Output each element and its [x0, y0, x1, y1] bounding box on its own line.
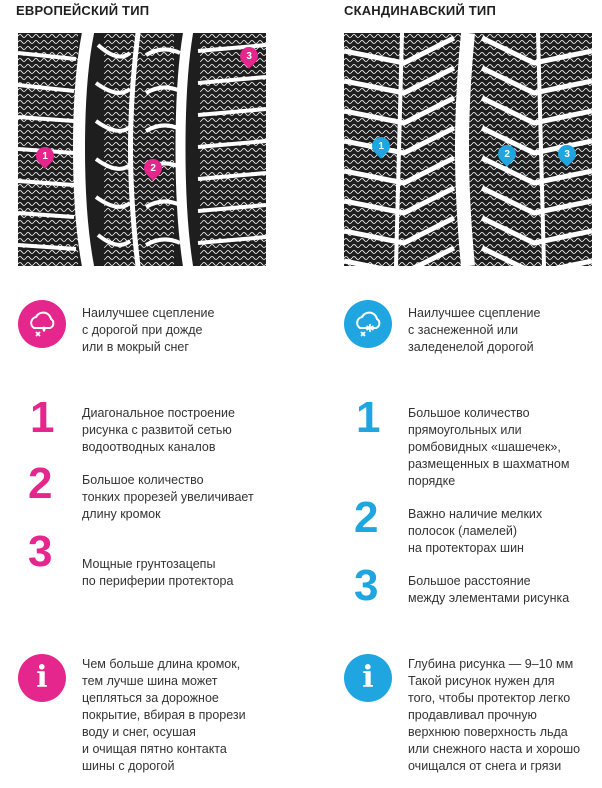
european-item-2-number: 2 — [28, 459, 53, 508]
european-item-1-text: Диагональное построение рисунка с развит… — [82, 406, 235, 454]
european-item-3-text: Мощные грунтозацепы по периферии протект… — [82, 557, 234, 588]
european-feature-text: Наилучшее сцепление с дорогой при дожде … — [82, 306, 215, 354]
scandinavian-item-3-number: 3 — [354, 561, 379, 610]
snow-cloud-icon — [344, 300, 392, 348]
rain-cloud-icon — [18, 300, 66, 348]
european-item-2-text: Большое количество тонких прорезей увели… — [82, 473, 254, 521]
scandinavian-type-title: СКАНДИНАВСКИЙ ТИП — [344, 3, 497, 18]
scandinavian-item-1-text: Большое количество прямоугольных или ром… — [408, 406, 570, 488]
scandinavian-item-3-text: Большое расстояние между элементами рису… — [408, 574, 570, 605]
scandinavian-info-text: Глубина рисунка — 9–10 мм Такой рисунок … — [408, 657, 581, 773]
european-item-1-number: 1 — [30, 393, 55, 442]
european-type-title: ЕВРОПЕЙСКИЙ ТИП — [16, 3, 150, 18]
european-tread-image: 1 2 3 — [18, 33, 266, 266]
european-info-text: Чем больше длина кромок, тем лучше шина … — [82, 657, 246, 773]
scandinavian-item-2-number: 2 — [354, 493, 379, 542]
scandinavian-item-2-text: Важно наличие мелких полосок (ламелей) н… — [408, 507, 543, 555]
scandinavian-feature-text: Наилучшее сцепление с заснеженной или за… — [408, 306, 541, 354]
european-item-3-number: 3 — [28, 527, 53, 576]
scandinavian-info-icon: i — [344, 654, 392, 702]
scandinavian-item-1-number: 1 — [356, 393, 381, 442]
european-info-icon: i — [18, 654, 66, 702]
scandinavian-tread-image: 1 2 3 — [344, 33, 592, 266]
